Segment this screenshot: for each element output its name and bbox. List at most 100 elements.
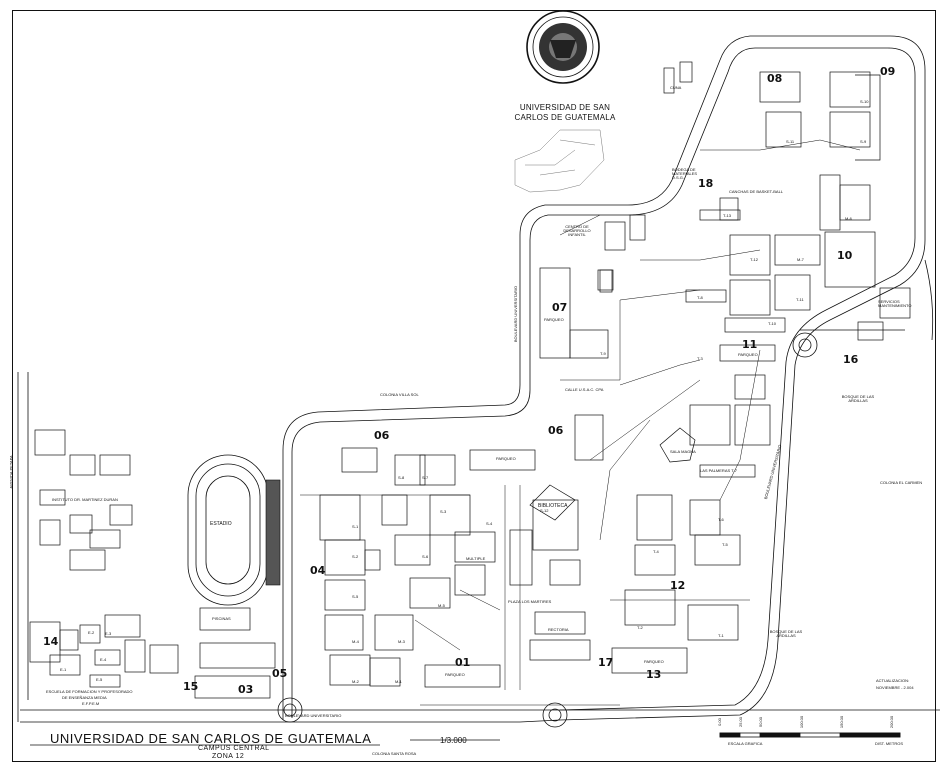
zone-08: 08: [767, 72, 783, 85]
servicios-label: SERVICIOS MANTENIMIENTO: [878, 299, 912, 308]
building-m4: M-4: [352, 639, 359, 644]
calle-usac-label: CALLE U.S.A.C. CPA: [565, 387, 604, 392]
update-note-2: NOVIEMBRE - 2.004: [876, 685, 914, 690]
parqueo-label-4: PARQUEO: [738, 352, 758, 357]
bosque-ardillas-label-2: BOSQUE DE LAS ARDILLAS: [769, 629, 803, 638]
building-s7: S-7: [422, 475, 429, 480]
update-note-1: ACTUALIZACION:: [876, 678, 910, 683]
zone-03: 03: [238, 683, 254, 696]
estadio-label: ESTADIO: [210, 521, 232, 527]
scale-tick: 100.00: [799, 715, 805, 729]
stadium-track: [187, 454, 269, 606]
multiple-label: MULTIPLE: [466, 556, 486, 561]
instituto-label: INSTITUTO DR. MARTINEZ DURAN: [52, 497, 118, 502]
canchas-label: CANCHAS DE BASKET-BALL: [729, 189, 784, 194]
graphic-scale-label: ESCALA GRAFICA: [728, 741, 763, 746]
building-s12: S-12: [540, 508, 549, 513]
buildings: [29, 61, 911, 699]
plaza-martires-label: PLAZA LOS MARTIRES: [508, 599, 552, 604]
zone-13: 13: [646, 668, 662, 681]
drawing-frame: [12, 10, 936, 762]
map-subtitle-zone: ZONA 12: [212, 753, 245, 760]
escuela-label-1: ESCUELA DE FORMACION Y PROFESORADO: [46, 689, 133, 694]
building-e4: E-4: [100, 657, 107, 662]
building-t5: T-5: [722, 542, 728, 547]
university-seal-icon: [526, 10, 600, 84]
building-s9: S-9: [860, 139, 867, 144]
scale-tick: 200.00: [889, 715, 895, 729]
map-subtitle-campus: CAMPUS CENTRAL: [198, 745, 270, 752]
building-e1: E-1: [60, 667, 67, 672]
scale-tick: 0.00: [716, 718, 722, 726]
centro-desarrollo-label: CENTRO DE DESARROLLO INFANTIL: [563, 224, 591, 237]
campus-road-inner: [291, 47, 916, 718]
campus-road-outer: [282, 35, 926, 721]
right-road: [924, 259, 934, 341]
boulevard-bottom-2: [20, 719, 561, 723]
zone-04: 04: [310, 564, 326, 577]
graphic-scale-unit: DIST. METROS: [875, 741, 904, 746]
building-m1: M-1: [395, 679, 402, 684]
building-t6: T-6: [718, 517, 724, 522]
stadium-stands: [265, 479, 281, 586]
building-t10: T-10: [768, 321, 777, 326]
building-m2: M-2: [352, 679, 359, 684]
avenida-petapa-label: AVENIDA PETAPA: [8, 455, 14, 489]
building-s4: S-4: [486, 521, 493, 526]
building-s3: S-3: [440, 509, 447, 514]
building-s2: S-2: [352, 554, 359, 559]
zone-10: 10: [837, 249, 853, 262]
building-s5: S-5: [352, 594, 359, 599]
building-t2: T-2: [637, 625, 643, 630]
building-e5: E-5: [96, 677, 103, 682]
university-title-top: UNIVERSIDAD DE SAN CARLOS DE GUATEMALA: [505, 104, 625, 122]
building-s8: S-8: [398, 475, 405, 480]
zone-01: 01: [455, 656, 471, 669]
zone-09: 09: [880, 65, 896, 78]
las-palmeras-label: LAS PALMERAS T-7: [700, 468, 737, 473]
zone-06: 06: [374, 429, 390, 442]
piscinas-label: PISCINAS: [212, 616, 231, 621]
building-s1: S-1: [352, 524, 359, 529]
colonia-santa-rosa: COLONIA SANTA ROSA: [372, 751, 417, 756]
building-m6: M-6: [845, 216, 852, 221]
building-t13: T-13: [723, 213, 732, 218]
rectoria-label: RECTORIA: [548, 627, 569, 632]
university-line-2: CARLOS DE GUATEMALA: [514, 113, 616, 122]
zone-18: 18: [698, 177, 714, 190]
escuela-label-3: E.F.P.E.M: [82, 701, 100, 706]
parqueo-label: PARQUEO: [445, 672, 465, 677]
zone-11: 11: [742, 338, 758, 351]
parqueo-label-5: PARQUEO: [544, 317, 564, 322]
building-t8: T-8: [697, 295, 703, 300]
building-t11: T-11: [796, 297, 804, 302]
scale-tick: 50.00: [758, 716, 764, 728]
building-m3: M-3: [398, 639, 405, 644]
boulevard-bottom-label: BOULEVARD UNIVERSITARIO: [285, 713, 342, 718]
building-t1: T-1: [718, 633, 724, 638]
bodega-label: BODEGA DE MATERIALES D.S.G.: [672, 167, 698, 180]
building-m5: M-5: [438, 603, 445, 608]
blvd-left-label: BOULEVARD UNIVERSITARIO: [513, 285, 519, 343]
zone-16: 16: [843, 353, 859, 366]
parqueo-label-2: PARQUEO: [496, 456, 516, 461]
scale-tick: 150.00: [839, 715, 845, 729]
zone-15: 15: [183, 680, 199, 693]
sala-magna-shape: [659, 427, 696, 463]
zone-05: 05: [272, 667, 288, 680]
building-e3: E-3: [105, 631, 112, 636]
university-line-1: UNIVERSIDAD DE SAN: [519, 103, 611, 112]
bosque-ardillas-label: BOSQUE DE LAS ARDILLAS: [841, 394, 875, 403]
parqueo-label-3: PARQUEO: [644, 659, 664, 664]
building-s10: S-10: [860, 99, 869, 104]
zone-14: 14: [43, 635, 59, 648]
sala-magna-label: SALA MAGNA: [670, 449, 696, 454]
building-m7: M-7: [797, 257, 804, 262]
map-scale: 1/3.000: [440, 736, 467, 745]
building-t9: T-9: [600, 351, 606, 356]
campus-thumbnail: [514, 129, 605, 193]
map-title: UNIVERSIDAD DE SAN CARLOS DE GUATEMALA: [50, 731, 372, 746]
scale-tick: 25.00: [738, 716, 744, 728]
building-e2: E-2: [88, 630, 95, 635]
